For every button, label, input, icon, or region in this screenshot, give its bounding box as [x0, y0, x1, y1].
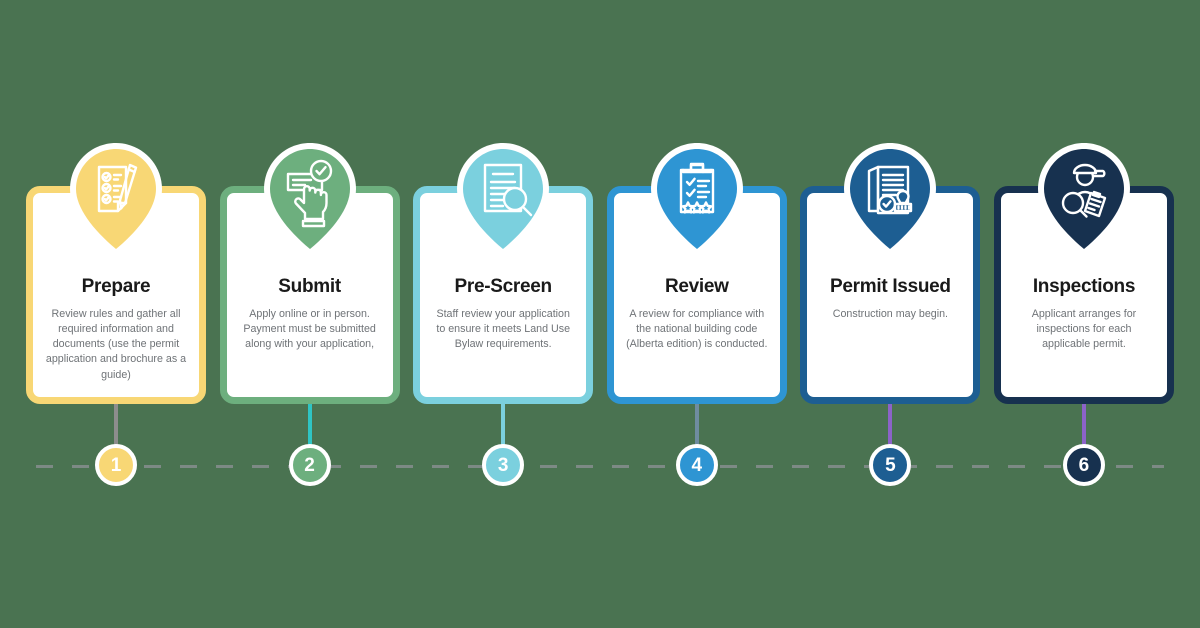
step-number-badge-5[interactable]: 5 — [869, 444, 912, 486]
step-marker-pin-5 — [842, 141, 938, 259]
process-step-2[interactable]: Submit Apply online or in person. Paymen… — [219, 143, 400, 486]
step-title-2: Submit — [278, 276, 341, 297]
step-marker-pin-3 — [455, 141, 551, 259]
step-connector-4 — [694, 404, 699, 450]
step-card-4[interactable]: Review A review for compliance with the … — [606, 143, 787, 404]
step-title-4: Review — [664, 276, 729, 297]
step-title-5: Permit Issued — [830, 276, 951, 297]
step-marker-pin-6 — [1036, 141, 1132, 259]
step-marker-pin-2 — [262, 141, 358, 259]
step-number-badge-6[interactable]: 6 — [1062, 444, 1105, 486]
document-magnifier-icon — [483, 163, 533, 217]
process-step-list: Prepare Review rules and gather all requ… — [26, 143, 1174, 486]
step-number-badge-4[interactable]: 4 — [675, 444, 718, 486]
step-body-4: A review for compliance with the nationa… — [626, 307, 768, 351]
step-connector-3 — [501, 404, 506, 450]
process-step-4[interactable]: Review A review for compliance with the … — [606, 143, 787, 486]
step-marker-pin-1 — [68, 141, 164, 259]
step-body-2: Apply online or in person. Payment must … — [243, 307, 376, 351]
step-body-6: Applicant arranges for inspections for e… — [1031, 307, 1137, 351]
process-step-5[interactable]: Permit Issued Construction may begin. 5 — [800, 143, 981, 486]
step-card-3[interactable]: Pre-Screen Staff review your application… — [413, 143, 594, 404]
inspector-clipboard-magnifier-icon — [1061, 163, 1107, 218]
step-marker-pin-4 — [649, 141, 745, 259]
step-card-2[interactable]: Submit Apply online or in person. Paymen… — [219, 143, 400, 404]
step-card-6[interactable]: Inspections Applicant arranges for inspe… — [993, 143, 1174, 404]
step-number-badge-3[interactable]: 3 — [482, 444, 525, 486]
step-connector-5 — [888, 404, 893, 450]
step-connector-1 — [114, 404, 118, 450]
step-card-1[interactable]: Prepare Review rules and gather all requ… — [26, 143, 206, 404]
step-title-6: Inspections — [1032, 276, 1136, 297]
step-connector-6 — [1081, 404, 1086, 450]
step-title-3: Pre-Screen — [454, 276, 553, 297]
process-step-6[interactable]: Inspections Applicant arranges for inspe… — [993, 143, 1174, 486]
step-connector-2 — [307, 404, 312, 450]
step-number-badge-2[interactable]: 2 — [288, 444, 331, 486]
step-body-3: Staff review your application to ensure … — [436, 307, 571, 351]
process-step-1[interactable]: Prepare Review rules and gather all requ… — [26, 143, 206, 486]
hand-click-form-check-icon — [286, 159, 332, 228]
step-body-5: Construction may begin. — [832, 307, 948, 320]
step-body-1: Review rules and gather all required inf… — [45, 307, 187, 381]
process-step-3[interactable]: Pre-Screen Staff review your application… — [413, 143, 594, 486]
document-checklist-pen-icon — [97, 163, 138, 213]
documents-stamp-approved-icon — [868, 165, 913, 215]
step-card-5[interactable]: Permit Issued Construction may begin. — [800, 143, 981, 404]
step-number-badge-1[interactable]: 1 — [95, 444, 137, 486]
step-title-1: Prepare — [81, 276, 151, 297]
clipboard-checklist-stars-icon — [679, 162, 714, 214]
timeline-dashed-axis — [36, 465, 1164, 468]
